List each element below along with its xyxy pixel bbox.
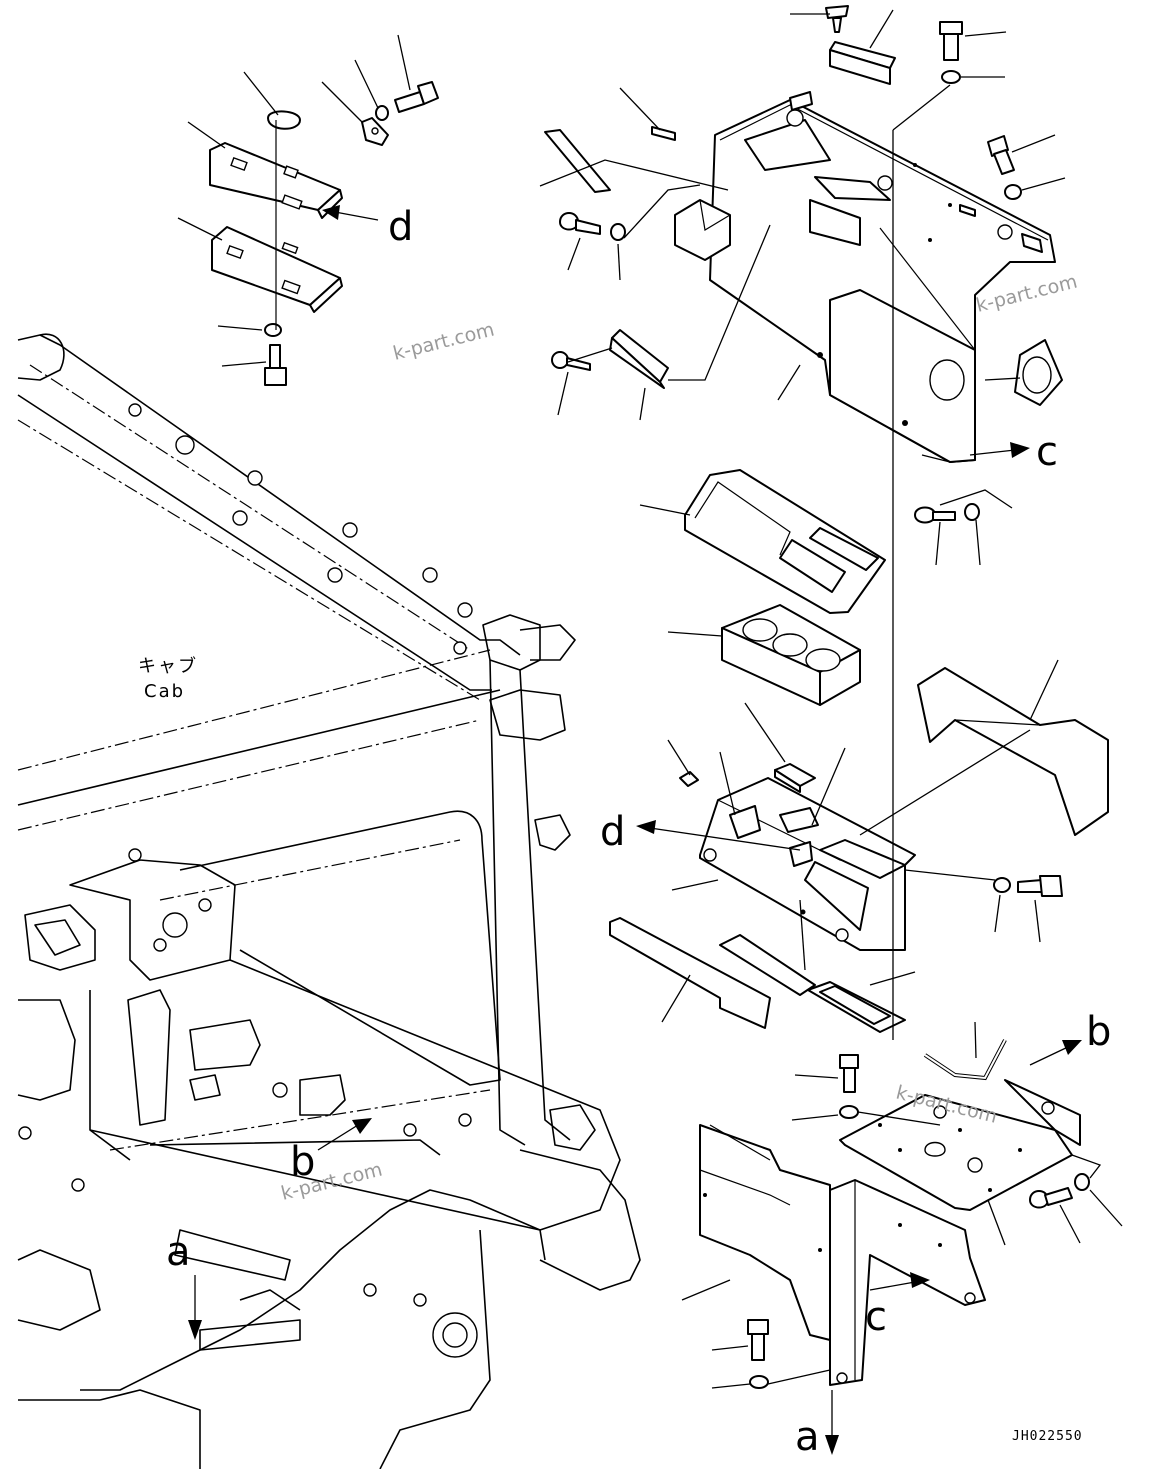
grille-left-lower bbox=[609, 329, 669, 389]
instrument-bezel bbox=[684, 469, 886, 614]
bolt-lower-left bbox=[747, 1319, 769, 1361]
bolt-top-left bbox=[394, 81, 439, 113]
ref-label-c-top: c bbox=[1036, 429, 1058, 475]
washer-lower-center bbox=[839, 1105, 859, 1119]
screw-top-center bbox=[825, 5, 849, 33]
lower-cover-plate bbox=[211, 226, 343, 313]
washer-left-center bbox=[610, 223, 626, 241]
washer-center-right bbox=[964, 503, 980, 521]
leader-lines bbox=[177, 9, 1123, 1389]
console-box bbox=[699, 777, 916, 951]
l-support-bracket bbox=[829, 1179, 986, 1386]
seal-strip-right bbox=[719, 934, 816, 996]
ref-label-b-left: b bbox=[290, 1139, 315, 1185]
speaker-grille bbox=[1014, 339, 1063, 406]
connector-clip-mid bbox=[774, 763, 816, 793]
grille-lower bbox=[807, 981, 906, 1033]
cap-plug bbox=[267, 110, 301, 130]
bolt-plate-right bbox=[1029, 1187, 1073, 1209]
washer-upper-right-top bbox=[941, 70, 961, 84]
ref-label-c-bottom: c bbox=[865, 1294, 887, 1340]
bolt-left-center bbox=[559, 212, 601, 235]
watermark-1: k-part.com bbox=[391, 318, 497, 364]
washer-top-left bbox=[375, 105, 389, 121]
bolt-upper-right-top bbox=[939, 21, 963, 61]
washer-console-right bbox=[993, 877, 1011, 893]
washer-left-mid bbox=[264, 323, 282, 337]
ref-label-a-bottom: a bbox=[795, 1414, 820, 1460]
seal-strip-top bbox=[544, 129, 611, 193]
clip-small-top bbox=[651, 126, 676, 141]
seal-strip-left bbox=[609, 917, 771, 1029]
mounting-plate bbox=[839, 1079, 1081, 1211]
bolt-right-mid bbox=[987, 135, 1015, 175]
ref-label-d-mid: d bbox=[600, 809, 625, 855]
gauge-cluster-box bbox=[721, 604, 861, 706]
vent-box-small bbox=[674, 199, 731, 261]
drawing-code: JH022550 bbox=[1012, 1429, 1083, 1444]
bolt-lower-center bbox=[839, 1054, 859, 1093]
washer-lower-left bbox=[749, 1375, 769, 1389]
lower-side-panel bbox=[699, 1124, 831, 1341]
pin-small-mid bbox=[679, 771, 699, 787]
bolt-console-right bbox=[1017, 875, 1063, 897]
washer-plate-right bbox=[1074, 1173, 1090, 1191]
cab-frame bbox=[17, 333, 641, 1469]
washer-right-mid bbox=[1004, 184, 1022, 200]
wire-rod bbox=[923, 1039, 1007, 1081]
rectangular-grille-top bbox=[829, 41, 896, 85]
bolt-center-right bbox=[914, 506, 956, 524]
ref-label-a-top: a bbox=[166, 1229, 191, 1275]
cab-label-en: Cab bbox=[144, 681, 185, 702]
reference-arrows bbox=[188, 205, 1082, 1455]
ref-label-b-right: b bbox=[1086, 1009, 1111, 1055]
side-cover-shell bbox=[917, 667, 1109, 836]
ref-label-d-top: d bbox=[388, 204, 413, 250]
cab-label-jp: キャブ bbox=[138, 655, 198, 677]
bolt-left-mid bbox=[264, 344, 287, 386]
upper-dash-panel bbox=[709, 91, 1056, 463]
upper-cover-plate bbox=[209, 142, 343, 219]
clip-bracket bbox=[361, 117, 389, 146]
